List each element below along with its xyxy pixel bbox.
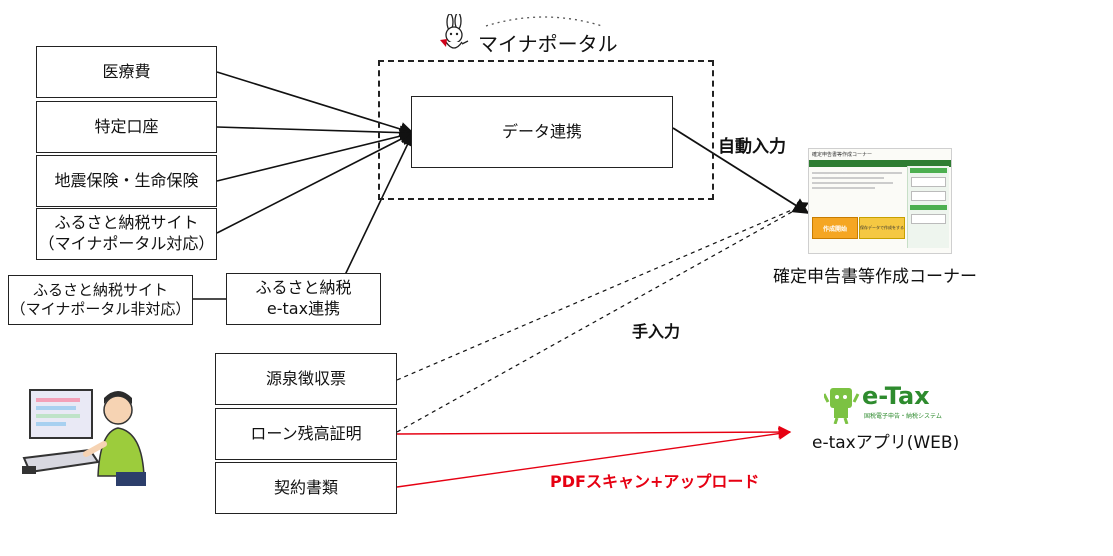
sidebar-bar — [910, 168, 947, 173]
connector-furusato-compatible — [216, 132, 415, 234]
sidebar-button — [911, 214, 946, 224]
pdf-upload-label: PDFスキャン+アップロード — [550, 472, 760, 491]
source-securities-box: 特定口座 — [36, 101, 217, 153]
connector-medical — [216, 71, 415, 137]
doc-loan-label: ローン残高証明 — [250, 423, 362, 443]
connector-manual-loan — [396, 202, 809, 433]
source-securities-label: 特定口座 — [94, 116, 159, 136]
kakutei-start-button: 作成開始 — [812, 217, 858, 239]
person-at-laptop-illustration — [22, 389, 146, 486]
mascot-rabbit-icon — [440, 14, 469, 49]
etax-app-label: e-taxアプリ(WEB) — [812, 433, 960, 453]
source-insurance-label: 地震保険・生命保険 — [54, 170, 199, 190]
source-insurance-box: 地震保険・生命保険 — [36, 155, 217, 207]
etax-mascot-icon — [824, 388, 860, 424]
auto-input-label: 自動入力 — [718, 137, 786, 157]
furusato-link-line2: e-tax連携 — [266, 299, 341, 318]
furusato-link-line1: ふるさと納税 — [255, 278, 352, 298]
doc-withholding-label: 源泉徴収票 — [265, 368, 346, 388]
sidebar-button — [911, 177, 946, 187]
furusato-link-box: ふるさと納税 e-tax連携 — [226, 273, 381, 325]
connector-securities — [216, 125, 415, 140]
doc-withholding-box: 源泉徴収票 — [215, 353, 397, 405]
data-link-box: データ連携 — [411, 96, 673, 168]
kakutei-start-label: 作成開始 — [822, 225, 847, 233]
text-line — [812, 172, 902, 174]
connector-upload-loan — [396, 425, 792, 439]
connector-manual-withholding — [396, 201, 809, 381]
mynaportal-region — [378, 60, 714, 200]
data-link-label: データ連携 — [501, 121, 582, 141]
kakutei-continue-label: 保存データで作成をする — [860, 224, 904, 230]
etax-logo-text: e-Tax — [862, 382, 930, 410]
furusato-noncompatible-line1: ふるさと納税サイト — [32, 280, 168, 299]
kakutei-sidebar — [907, 166, 949, 248]
doc-loan-box: ローン残高証明 — [215, 408, 397, 460]
sidebar-bar — [910, 205, 947, 210]
dotted-arc-decoration — [485, 16, 603, 27]
source-furusato-compatible-line1: ふるさと納税サイト — [54, 213, 199, 233]
manual-input-label: 手入力 — [632, 322, 681, 341]
doc-contract-box: 契約書類 — [215, 462, 397, 514]
etax-logo: e-Tax 国税電子申告・納税システム — [824, 382, 964, 424]
sidebar-button — [911, 191, 946, 201]
connector-upload-contract — [396, 427, 792, 488]
source-furusato-compatible-box: ふるさと納税サイト （マイナポータル対応） — [36, 208, 217, 260]
connector-insurance — [216, 129, 415, 182]
doc-contract-label: 契約書類 — [273, 477, 338, 497]
furusato-noncompatible-box: ふるさと納税サイト （マイナポータル非対応） — [8, 275, 193, 325]
kakutei-label: 確定申告書等作成コーナー — [773, 267, 977, 287]
text-line — [812, 187, 875, 189]
connector-furusato-link — [344, 131, 414, 276]
source-medical-label: 医療費 — [102, 61, 151, 81]
text-line — [812, 182, 893, 184]
furusato-noncompatible-line2: （マイナポータル非対応） — [10, 300, 191, 318]
mynaportal-logo: マイナポータル — [438, 14, 628, 56]
kakutei-screenshot-header: 確定申告書等作成コーナー — [812, 152, 873, 158]
kakutei-continue-button: 保存データで作成をする — [859, 217, 905, 239]
connector-auto-input — [672, 127, 810, 214]
etax-logo-subtext: 国税電子申告・納税システム — [864, 413, 942, 420]
mynaportal-title: マイナポータル — [478, 32, 618, 56]
kakutei-screenshot-body — [812, 169, 902, 205]
source-furusato-compatible-line2: （マイナポータル対応） — [38, 234, 215, 253]
kakutei-screenshot: 確定申告書等作成コーナー 確定コーナートップ 作成開始 保存データで作成をする — [808, 148, 952, 254]
source-medical-box: 医療費 — [36, 46, 217, 98]
text-line — [812, 177, 884, 179]
